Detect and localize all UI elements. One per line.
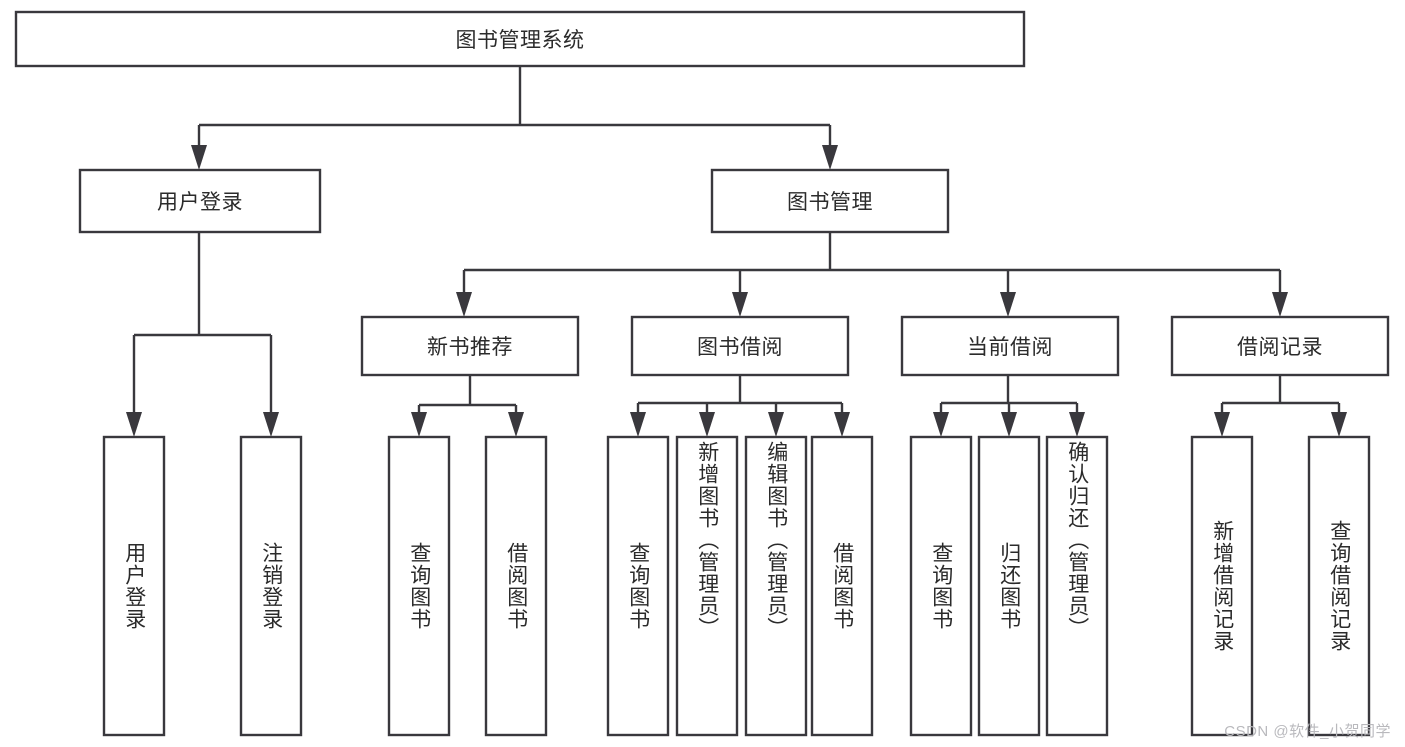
- node-box-current-borrow[interactable]: [900, 315, 1120, 377]
- node-box-book-manage[interactable]: [710, 168, 950, 234]
- arrow-head-leaf-query-book-1: [411, 412, 427, 437]
- connector-book-borrow-to-leaves: [630, 375, 850, 437]
- arrow-head-leaf-query-book-2: [630, 412, 646, 437]
- node-box-new-book-recommend[interactable]: [360, 315, 580, 377]
- node-box-leaf-add-book[interactable]: [675, 435, 739, 737]
- connector-new-book-recommend-to-leaves: [411, 375, 524, 437]
- arrow-head-leaf-edit-book: [768, 412, 784, 437]
- arrow-head-leaf-borrow-book-1: [508, 412, 524, 437]
- arrow-head-leaf-logout-login: [263, 412, 279, 437]
- node-box-leaf-query-book-2[interactable]: [606, 435, 670, 737]
- connector-borrow-record-to-leaves: [1214, 375, 1347, 437]
- arrow-head-new-book-recommend: [456, 292, 472, 317]
- connector-user-login-to-leaves: [126, 232, 279, 437]
- arrow-head-leaf-confirm-return: [1069, 412, 1085, 437]
- node-box-user-login[interactable]: [78, 168, 322, 234]
- node-box-leaf-query-book-3[interactable]: [909, 435, 973, 737]
- node-box-leaf-borrow-book-2[interactable]: [810, 435, 874, 737]
- arrow-head-borrow-record: [1272, 292, 1288, 317]
- arrow-head-leaf-query-book-3: [933, 412, 949, 437]
- node-box-leaf-borrow-book-1[interactable]: [484, 435, 548, 737]
- node-box-root[interactable]: [14, 10, 1026, 68]
- node-box-leaf-logout-login[interactable]: [239, 435, 303, 737]
- node-box-book-borrow[interactable]: [630, 315, 850, 377]
- arrow-head-leaf-user-login: [126, 412, 142, 437]
- arrow-head-leaf-query-record: [1331, 412, 1347, 437]
- arrow-head-book-borrow: [732, 292, 748, 317]
- arrow-head-user-login: [191, 145, 207, 170]
- arrow-head-leaf-return-book: [1001, 412, 1017, 437]
- node-box-leaf-return-book[interactable]: [977, 435, 1041, 737]
- connector-current-borrow-to-leaves: [933, 375, 1085, 437]
- arrow-head-book-manage: [822, 145, 838, 170]
- node-box-leaf-edit-book[interactable]: [744, 435, 808, 737]
- node-box-leaf-add-record[interactable]: [1190, 435, 1254, 737]
- connector-root-to-level2: [191, 66, 838, 170]
- node-box-borrow-record[interactable]: [1170, 315, 1390, 377]
- arrow-head-leaf-add-book: [699, 412, 715, 437]
- node-box-leaf-user-login[interactable]: [102, 435, 166, 737]
- node-box-leaf-query-book-1[interactable]: [387, 435, 451, 737]
- arrow-head-leaf-add-record: [1214, 412, 1230, 437]
- arrow-head-current-borrow: [1000, 292, 1016, 317]
- arrow-head-leaf-borrow-book-2: [834, 412, 850, 437]
- node-box-leaf-query-record[interactable]: [1307, 435, 1371, 737]
- node-box-leaf-confirm-return[interactable]: [1045, 435, 1109, 737]
- connector-book-manage-to-level3: [456, 232, 1288, 317]
